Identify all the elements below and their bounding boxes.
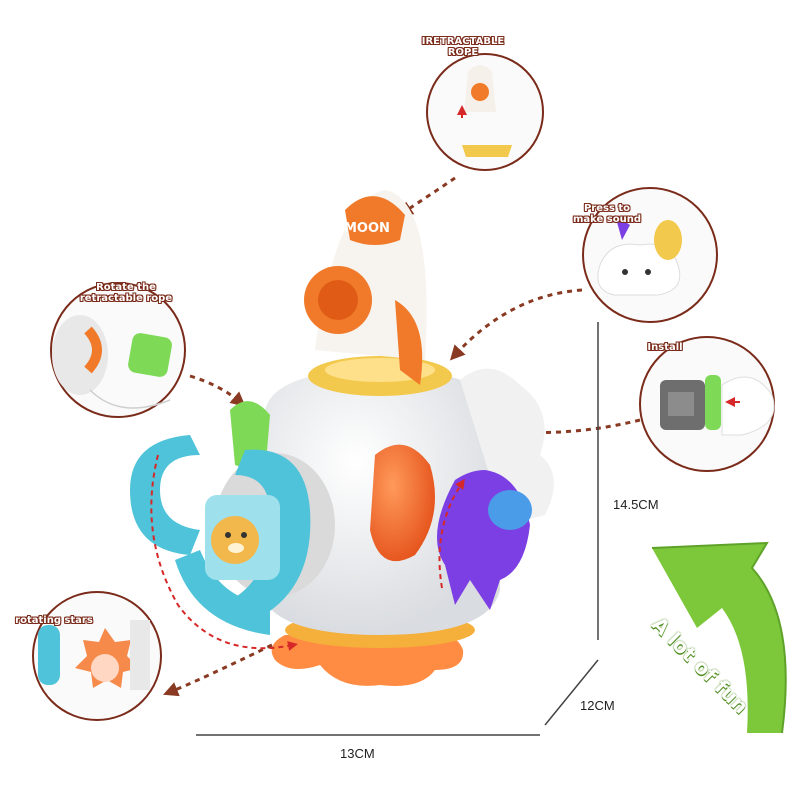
pointer-arrows <box>163 176 641 697</box>
motion-arcs <box>150 454 465 651</box>
toy-body: MOON <box>130 190 554 686</box>
depth-dimension-label: 12CM <box>580 698 615 713</box>
rocket-label: MOON <box>344 221 390 236</box>
callout-rotate-rope <box>50 282 186 418</box>
callout-label-rotating-stars: rotating stars <box>15 615 93 626</box>
callout-label-retractable-rope: IRETRACTABLE ROPE <box>421 36 505 58</box>
callout-install <box>639 336 775 472</box>
callout-label-rotate-rope: Rotate the retractable rope <box>79 282 173 304</box>
height-dimension-label: 14.5CM <box>613 497 659 512</box>
callout-rotating-stars <box>32 591 162 721</box>
callout-label-press-sound: Press to make sound <box>572 203 642 225</box>
width-dimension-label: 13CM <box>340 746 375 761</box>
dimension-lines <box>196 322 599 736</box>
callout-retractable-rope <box>426 53 544 171</box>
callout-press-sound <box>582 187 718 323</box>
fun-banner-arrow <box>651 541 787 734</box>
callout-label-install: Install <box>647 342 683 353</box>
